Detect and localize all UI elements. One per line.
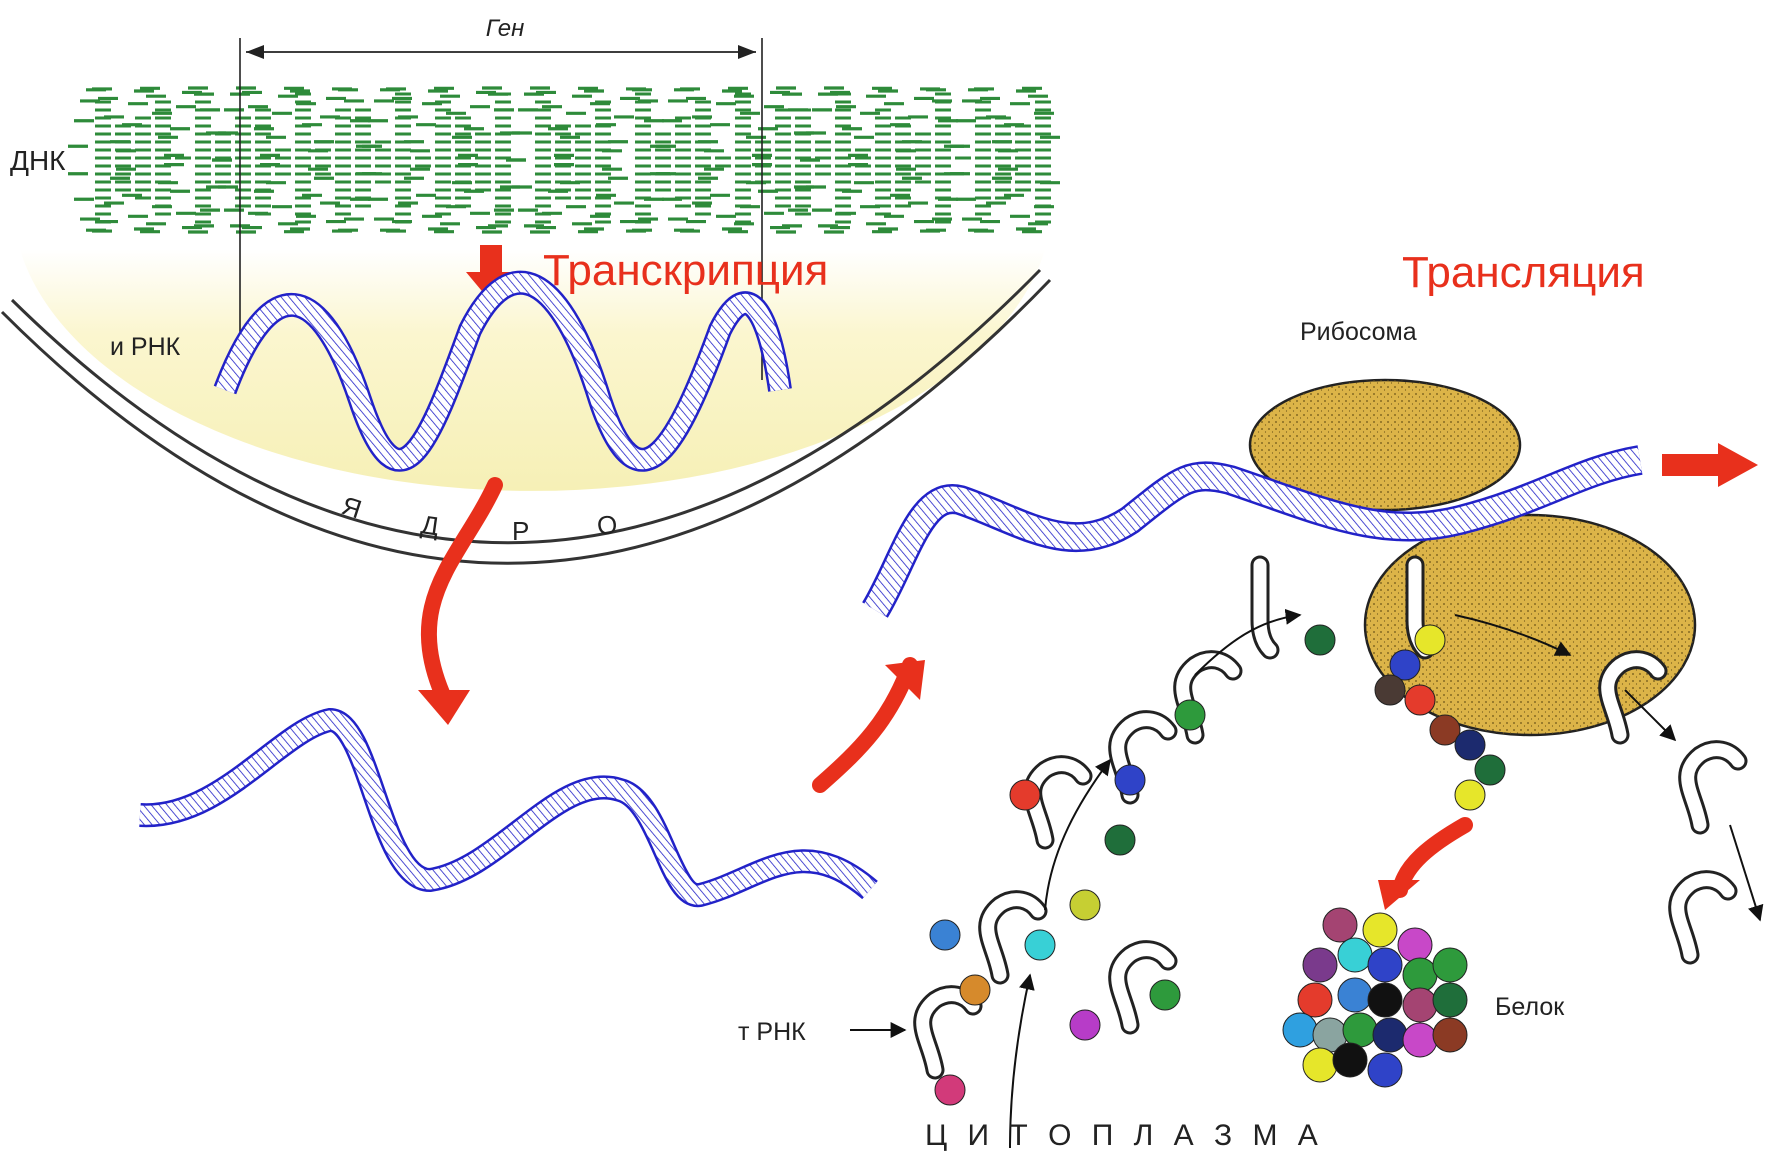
export-arrow <box>418 477 503 725</box>
amino-acid-2 <box>1389 649 1421 681</box>
protein-subunit-19 <box>1432 1017 1468 1053</box>
protein-subunit-17 <box>1372 1017 1408 1053</box>
dna-label: ДНК <box>10 145 66 176</box>
amino-acid-6 <box>1429 714 1461 746</box>
protein-subunit-16 <box>1342 1012 1378 1048</box>
output-arrow <box>1662 443 1758 487</box>
nucleus-membrane-outer <box>0 278 1052 565</box>
nucleus-letter-1: Я <box>338 490 365 524</box>
trna-4 <box>1250 555 1280 660</box>
protein-subunit-18 <box>1402 1022 1438 1058</box>
trna-3 <box>1023 755 1093 850</box>
trna-11 <box>1108 940 1178 1035</box>
protein-subunit-22 <box>1367 1052 1403 1088</box>
amino-acid-7 <box>1454 729 1486 761</box>
amino-acid-20 <box>934 1074 966 1106</box>
protein-subunit-12 <box>1402 987 1438 1023</box>
trna-10 <box>913 985 983 1080</box>
nucleus-membrane-inner <box>10 268 1042 545</box>
protein-subunit-21 <box>1332 1042 1368 1078</box>
amino-acid-17 <box>959 974 991 1006</box>
amino-acid-10 <box>1174 699 1206 731</box>
to-protein-arrow <box>1378 817 1473 910</box>
mrna-in-cytoplasm <box>139 707 878 907</box>
amino-acid-4 <box>1374 674 1406 706</box>
dna-double-helix <box>68 86 1060 234</box>
protein-subunit-8 <box>1432 947 1468 983</box>
ribosome <box>1248 378 1697 737</box>
protein-label: Белок <box>1495 993 1565 1021</box>
protein-subunit-6 <box>1367 947 1403 983</box>
trna-7 <box>1678 740 1748 835</box>
protein-subunit-10 <box>1337 977 1373 1013</box>
protein-subunit-2 <box>1362 912 1398 948</box>
amino-acid-8 <box>1474 754 1506 786</box>
protein-subunit-7 <box>1402 957 1438 993</box>
protein-subunit-20 <box>1302 1047 1338 1083</box>
amino-acid-11 <box>1114 764 1146 796</box>
trna-label: т РНК <box>738 1018 806 1046</box>
protein-subunit-3 <box>1397 927 1433 963</box>
nucleus-letter-4: О <box>595 509 618 541</box>
nucleus-letter-3: Р <box>512 516 529 546</box>
protein-subunit-1 <box>1322 907 1358 943</box>
protein-subunit-5 <box>1337 937 1373 973</box>
amino-acid-19 <box>1069 1009 1101 1041</box>
amino-acids <box>929 624 1506 1106</box>
amino-acid-14 <box>1069 889 1101 921</box>
ribosome-label: Рибосома <box>1300 318 1417 346</box>
gene-label: Ген <box>486 15 525 42</box>
trna-6 <box>1598 650 1668 745</box>
amino-acid-3 <box>1414 624 1446 656</box>
mrna-label: и РНК <box>110 333 181 361</box>
amino-acid-1 <box>1304 624 1336 656</box>
trna-8 <box>1668 870 1738 965</box>
protein-cluster <box>1282 907 1468 1088</box>
protein-subunit-9 <box>1297 982 1333 1018</box>
amino-acid-13 <box>1104 824 1136 856</box>
nucleus-letter-2: Д <box>419 509 441 541</box>
flow-arrows <box>850 608 1764 1149</box>
protein-subunit-14 <box>1282 1012 1318 1048</box>
transcription-label: Транскрипция <box>543 246 828 295</box>
to-ribosome-arrow <box>812 657 925 793</box>
protein-subunit-11 <box>1367 982 1403 1018</box>
cytoplasm-label: Ц И Т О П Л А З М А <box>925 1119 1324 1152</box>
amino-acid-16 <box>929 919 961 951</box>
amino-acid-18 <box>1149 979 1181 1011</box>
translation-label: Трансляция <box>1402 248 1645 297</box>
amino-acid-15 <box>1024 929 1056 961</box>
amino-acid-5 <box>1404 684 1436 716</box>
protein-subunit-13 <box>1432 982 1468 1018</box>
amino-acid-9 <box>1454 779 1486 811</box>
protein-subunit-4 <box>1302 947 1338 983</box>
mrna-on-ribosome <box>862 445 1643 618</box>
amino-acid-12 <box>1009 779 1041 811</box>
trna-9 <box>978 890 1048 985</box>
mrna-in-nucleus <box>213 270 792 472</box>
